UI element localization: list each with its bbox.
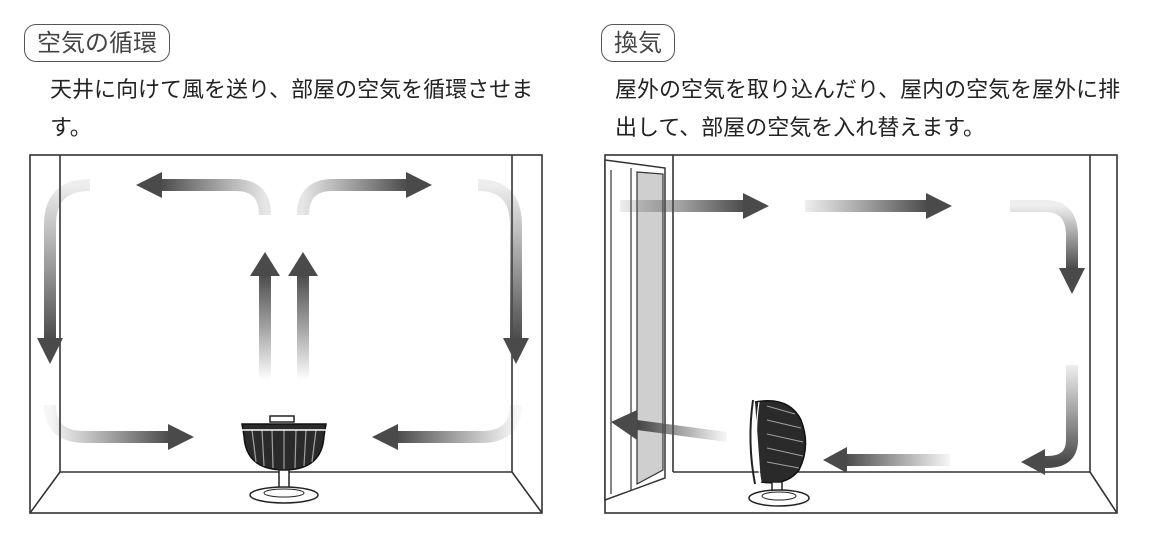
circulation-diagram	[29, 154, 543, 514]
circulation-panel: 空気の循環 天井に向けて風を送り、部屋の空気を循環させます。	[24, 24, 543, 514]
ventilation-title: 換気	[601, 24, 675, 62]
up-arrow-left	[250, 252, 280, 380]
top-left-arrow	[136, 172, 271, 216]
circulation-title: 空気の循環	[24, 24, 170, 62]
ventilation-diagram	[604, 154, 1118, 514]
circulation-description: 天井に向けて風を送り、部屋の空気を循環させます。	[50, 78, 534, 141]
top-right-curve-arrow	[1010, 200, 1085, 294]
bottom-arrow	[823, 447, 950, 473]
window-icon	[604, 159, 666, 502]
bottom-left-arrow	[44, 404, 194, 450]
inflow-arrow	[620, 193, 769, 219]
up-arrow-right	[288, 252, 318, 380]
right-down-arrow	[477, 179, 529, 364]
circulator-fan-icon	[748, 399, 810, 507]
bottom-right-arrow	[372, 404, 522, 450]
circulator-fan-icon	[241, 415, 327, 504]
top-right-arrow	[297, 172, 432, 216]
top-middle-arrow	[805, 193, 952, 219]
right-lower-curve-arrow	[1021, 365, 1078, 475]
ventilation-description: 屋外の空気を取り込んだり、屋内の空気を屋外に排出して、部屋の空気を入れ替えます。	[615, 78, 1121, 141]
ventilation-panel: 換気 屋外の空気を取り込んだり、屋内の空気を屋外に排出して、部屋の空気を入れ替え…	[575, 0, 1150, 541]
exhaust-arrow	[611, 410, 727, 442]
left-down-arrow	[37, 179, 91, 364]
